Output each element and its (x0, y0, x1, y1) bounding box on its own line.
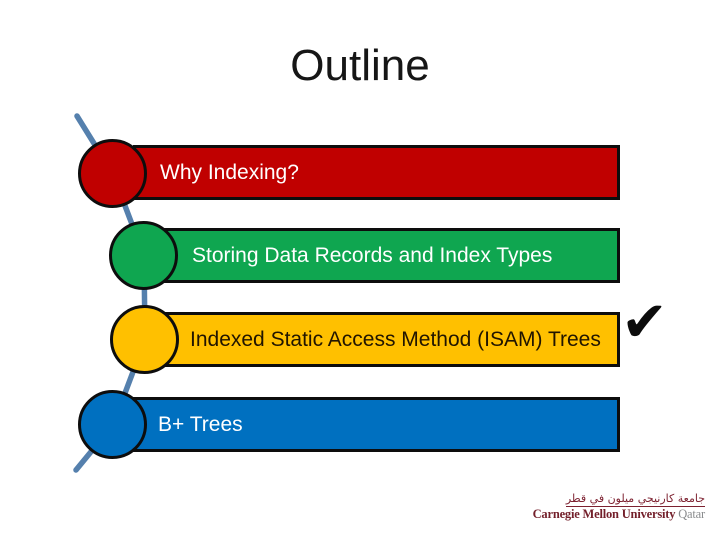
slide-title: Outline (290, 41, 430, 90)
bullet-circle-red (78, 139, 147, 208)
bullet-circle-blue (78, 390, 147, 459)
outline-item-label: Why Indexing? (160, 160, 299, 184)
cmu-qatar-logo: جامعة كارنيجي ميلون في قطر Carnegie Mell… (532, 489, 706, 522)
campus-name: Qatar (678, 507, 705, 521)
outline-item-storing-data: Storing Data Records and Index Types (163, 228, 620, 283)
bullet-circle-yellow (110, 305, 179, 374)
checkmark-icon: ✔ (621, 290, 668, 355)
university-name: Carnegie Mellon University (532, 507, 676, 521)
outline-item-isam-trees: Indexed Static Access Method (ISAM) Tree… (163, 312, 620, 367)
outline-item-bplus-trees: B+ Trees (133, 397, 620, 452)
outline-item-label: B+ Trees (158, 412, 243, 436)
cmu-logo-english-text: Carnegie Mellon University Qatar (532, 507, 706, 522)
bullet-circle-green (109, 221, 178, 290)
outline-item-label: Storing Data Records and Index Types (192, 243, 553, 267)
outline-item-why-indexing: Why Indexing? (133, 145, 620, 200)
outline-item-label: Indexed Static Access Method (ISAM) Tree… (190, 327, 601, 351)
cmu-logo-arabic-text: جامعة كارنيجي ميلون في قطر (565, 492, 705, 507)
